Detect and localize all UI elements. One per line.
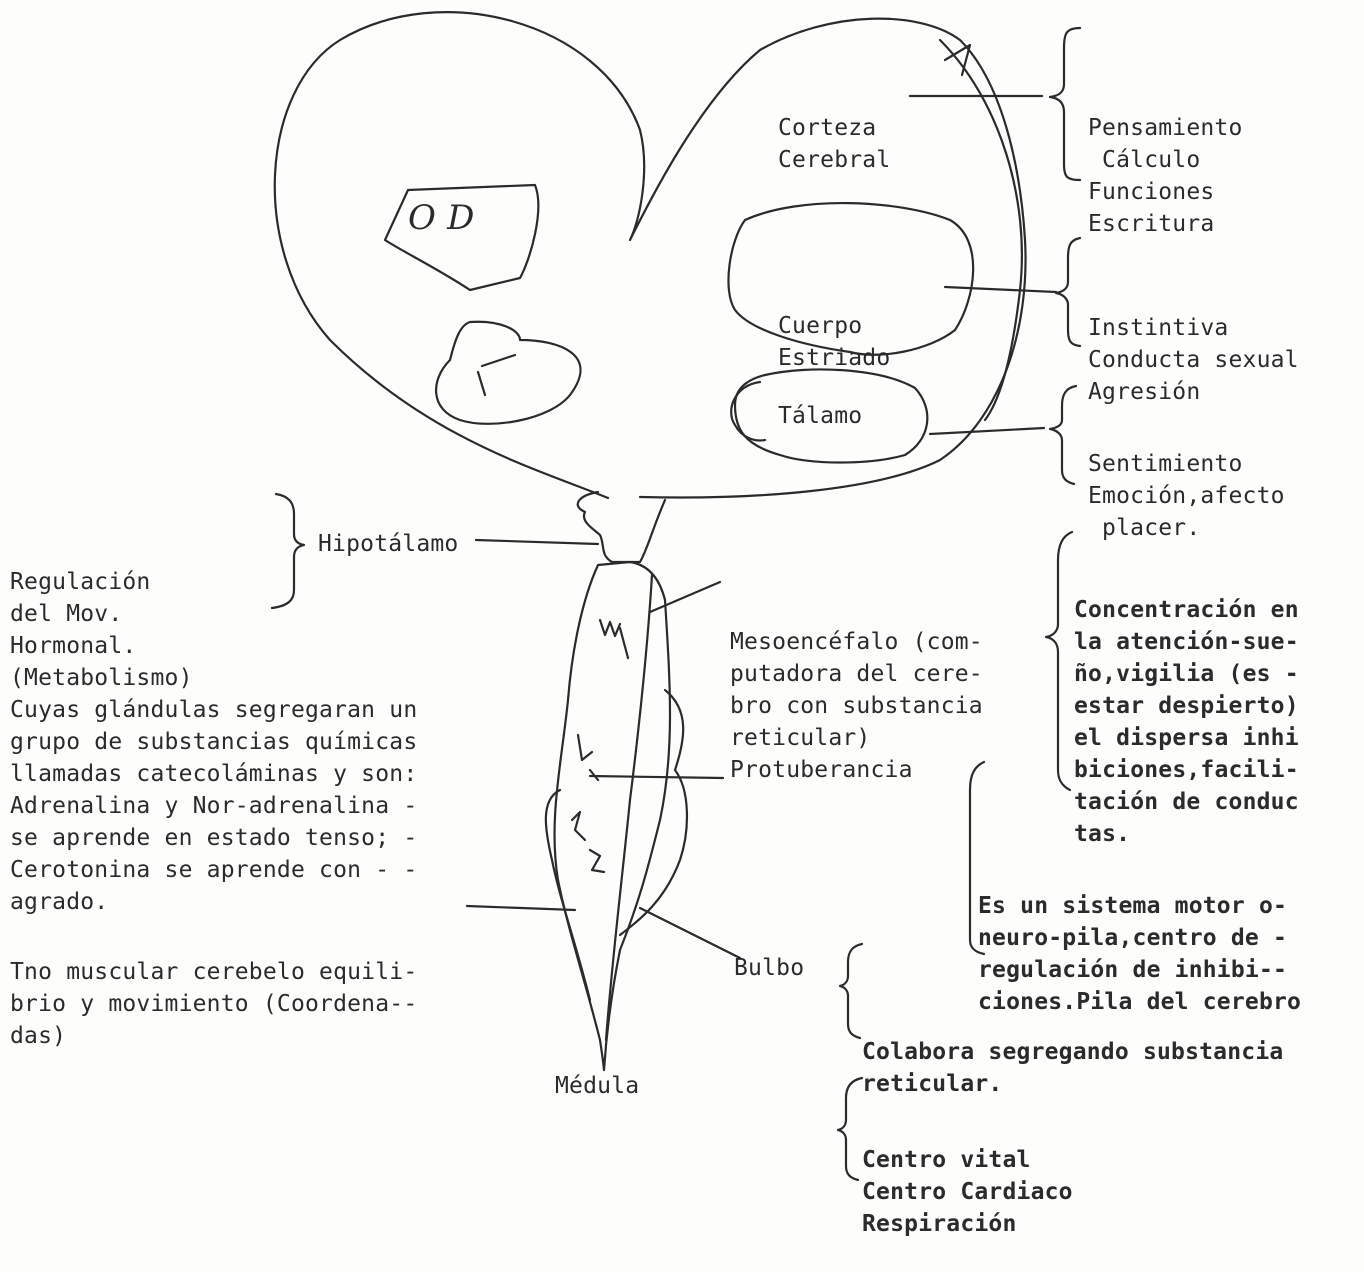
- notes-cerebelo: Tno muscular cerebelo equili-brio y movi…: [10, 959, 418, 1049]
- left-upper-region: [383, 183, 540, 292]
- hemisphere-mark-od: O D: [408, 198, 475, 238]
- label-hipotalamo: Hipotálamo: [318, 531, 459, 557]
- protuberancia-bulge: [618, 688, 688, 937]
- label-talamo: Tálamo: [778, 403, 863, 429]
- brace-talamo: [1048, 384, 1078, 486]
- leader-cuerpo: [943, 285, 1058, 294]
- brain-outline: [273, 11, 1027, 500]
- brace-corteza: [1048, 26, 1082, 182]
- brace-medula: [836, 1076, 864, 1181]
- leader-mesoencefalo: [648, 580, 722, 614]
- label-mesoencefalo: Mesoencéfalo (com-putadora del cere-bro …: [730, 629, 983, 751]
- brace-cuerpo: [1054, 236, 1082, 348]
- leader-protuberancia: [588, 774, 725, 780]
- leader-bulbo: [638, 906, 742, 960]
- brainstem-midline: [604, 573, 654, 1042]
- mark-wy: [598, 618, 630, 660]
- left-lower-region: [435, 320, 582, 425]
- label-bulbo: Bulbo: [734, 955, 805, 981]
- cortex-tick: [943, 43, 972, 77]
- brain-diagram: [270, 11, 1082, 1181]
- cerebelo-outline: [544, 788, 592, 1002]
- talamo-region: [733, 368, 929, 464]
- leader-cerebelo: [465, 904, 577, 912]
- mark-z2: [570, 810, 606, 874]
- brace-bulbo: [838, 942, 864, 1040]
- talamo-region-edge: [730, 380, 767, 442]
- notes-protuberancia: Es un sistema motor o-neuro-pila,centro …: [978, 893, 1302, 1015]
- leader-talamo: [928, 426, 1046, 436]
- brace-protuberancia: [968, 760, 986, 956]
- label-protuberancia: Protuberancia: [730, 757, 913, 783]
- brace-hipotalamo: [270, 492, 306, 610]
- cuerpo-estriado-region: [727, 201, 975, 356]
- mark-4: [576, 733, 600, 782]
- brainstem-outline: [553, 560, 672, 1072]
- leader-hipotalamo: [474, 538, 600, 546]
- label-medula: Médula: [555, 1073, 640, 1099]
- left-lower-mark: [476, 353, 517, 397]
- hipotalamo-shape: [576, 490, 667, 564]
- brace-mesoencefalo: [1044, 530, 1074, 792]
